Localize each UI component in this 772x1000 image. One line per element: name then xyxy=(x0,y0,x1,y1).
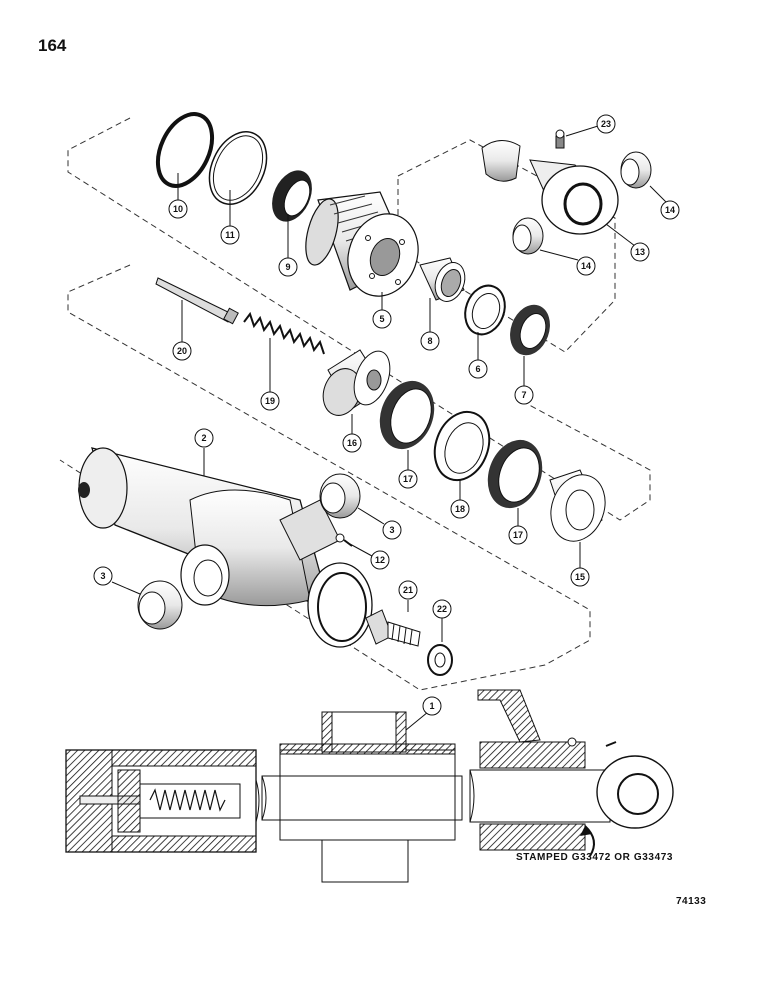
page-number: 164 xyxy=(38,36,67,55)
part-20-pin xyxy=(155,277,239,325)
part-6-ring xyxy=(464,284,506,336)
stamp-note: STAMPED G33472 OR G33473 xyxy=(516,852,674,863)
part-22-washer xyxy=(427,644,453,676)
part-2-cylinder-barrel xyxy=(78,447,373,648)
part-12-screw xyxy=(335,533,353,547)
callout-labels xyxy=(93,114,680,731)
part-3-bushing-bottom xyxy=(137,580,183,630)
part-17-piston-ring-first xyxy=(379,380,435,450)
part-5-gland xyxy=(305,191,419,297)
part-1-sectional-assembly xyxy=(65,689,674,883)
part-16-piston xyxy=(322,349,391,416)
part-3-bushing-top xyxy=(319,473,361,519)
part-13-rod-end xyxy=(481,140,619,235)
part-8-bushing xyxy=(419,257,466,302)
part-19-spring xyxy=(243,311,325,355)
part-21-relief-valve xyxy=(365,609,421,647)
part-9-wiper-seal xyxy=(272,170,312,222)
figure-code: 74133 xyxy=(676,896,707,907)
part-11-backup-ring xyxy=(208,131,268,205)
part-14-bushing-bottom xyxy=(512,217,544,255)
part-15-nut xyxy=(549,469,606,542)
part-23-grease-fitting xyxy=(555,129,565,149)
part-14-bushing-top xyxy=(620,151,652,189)
part-10-o-ring xyxy=(155,112,215,188)
part-18-piston-seal xyxy=(433,410,491,482)
part-7-seal xyxy=(510,304,550,356)
part-17-piston-ring-second xyxy=(487,439,543,509)
